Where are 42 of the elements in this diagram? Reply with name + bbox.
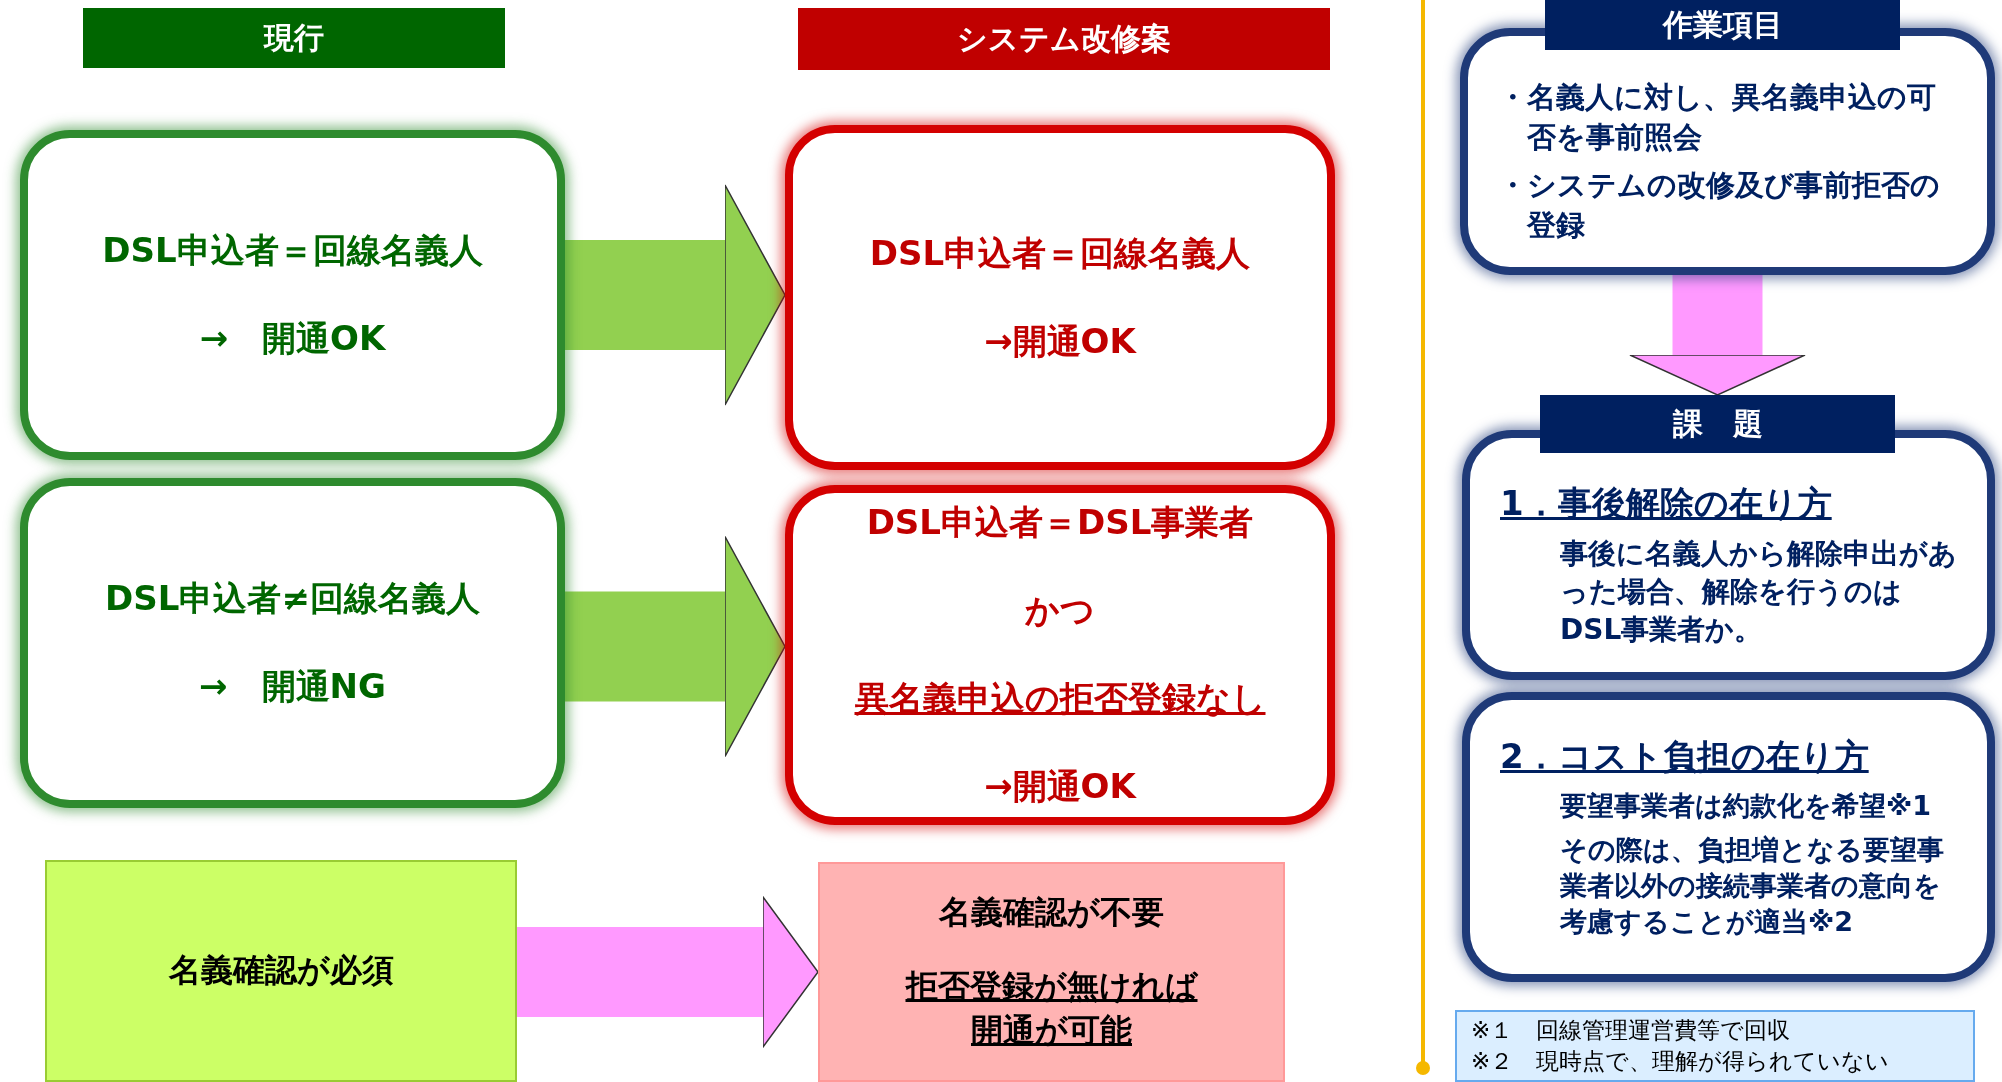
body-text: DSL申込者＝回線名義人	[102, 229, 483, 272]
body-text: DSL申込者≠回線名義人	[105, 577, 480, 620]
body-text: →開通OK	[984, 765, 1136, 808]
block-arrow	[1629, 275, 1806, 396]
heading-text: 2．コスト負担の在り方	[1500, 735, 1870, 778]
body-text: ※２ 現時点で、理解が得られていない	[1471, 1047, 1891, 1076]
body-text: DSL申込者＝DSL事業者	[866, 501, 1254, 544]
issue-card	[1462, 692, 1995, 982]
block-arrow	[565, 535, 786, 758]
body-text: ・システムの改修及び事前拒否の登録	[1498, 166, 1941, 244]
body-text: → 開通NG	[199, 665, 386, 708]
body-text: ・名義人に対し、異名義申込の可否を事前照会	[1498, 78, 1937, 156]
status-card	[785, 125, 1335, 470]
body-text: → 開通OK	[199, 317, 386, 360]
body-text: 異名義申込の拒否登録なし	[854, 677, 1266, 720]
heading-text: 1．事後解除の在り方	[1500, 482, 1833, 525]
body-text: 現行	[264, 18, 324, 57]
body-text: 課 題	[1672, 404, 1763, 443]
body-text: 名義確認が不要	[939, 892, 1164, 933]
body-text: 拒否登録が無ければ開通が可能	[904, 966, 1199, 1051]
body-text: その際は、負担増となる要望事業者以外の接続事業者の意向を考慮することが適当※2	[1559, 833, 1945, 939]
status-card	[20, 130, 565, 460]
footnote-box	[1455, 1010, 1975, 1082]
block-arrow	[565, 184, 786, 406]
status-card	[785, 485, 1335, 825]
body-text: ※１ 回線管理運営費等で回収	[1471, 1016, 1792, 1045]
body-text: 名義確認が必須	[168, 950, 394, 991]
block-arrow	[517, 896, 819, 1048]
status-card	[20, 478, 565, 808]
body-text: 作業項目	[1662, 5, 1783, 44]
summary-panel	[818, 862, 1285, 1082]
body-text: DSL申込者＝回線名義人	[869, 231, 1251, 275]
body-text: システム改修案	[957, 19, 1171, 58]
section-header	[1545, 0, 1900, 50]
column-header	[798, 8, 1330, 70]
body-text: 要望事業者は約款化を希望※1	[1559, 789, 1933, 823]
body-text: かつ	[1025, 589, 1095, 632]
body-text: →開通OK	[984, 319, 1136, 363]
column-header	[83, 8, 505, 68]
body-text: 事後に名義人から解除申出があった場合、解除を行うのはDSL事業者か。	[1559, 536, 1957, 648]
section-header	[1540, 395, 1895, 453]
summary-panel	[45, 860, 517, 1082]
